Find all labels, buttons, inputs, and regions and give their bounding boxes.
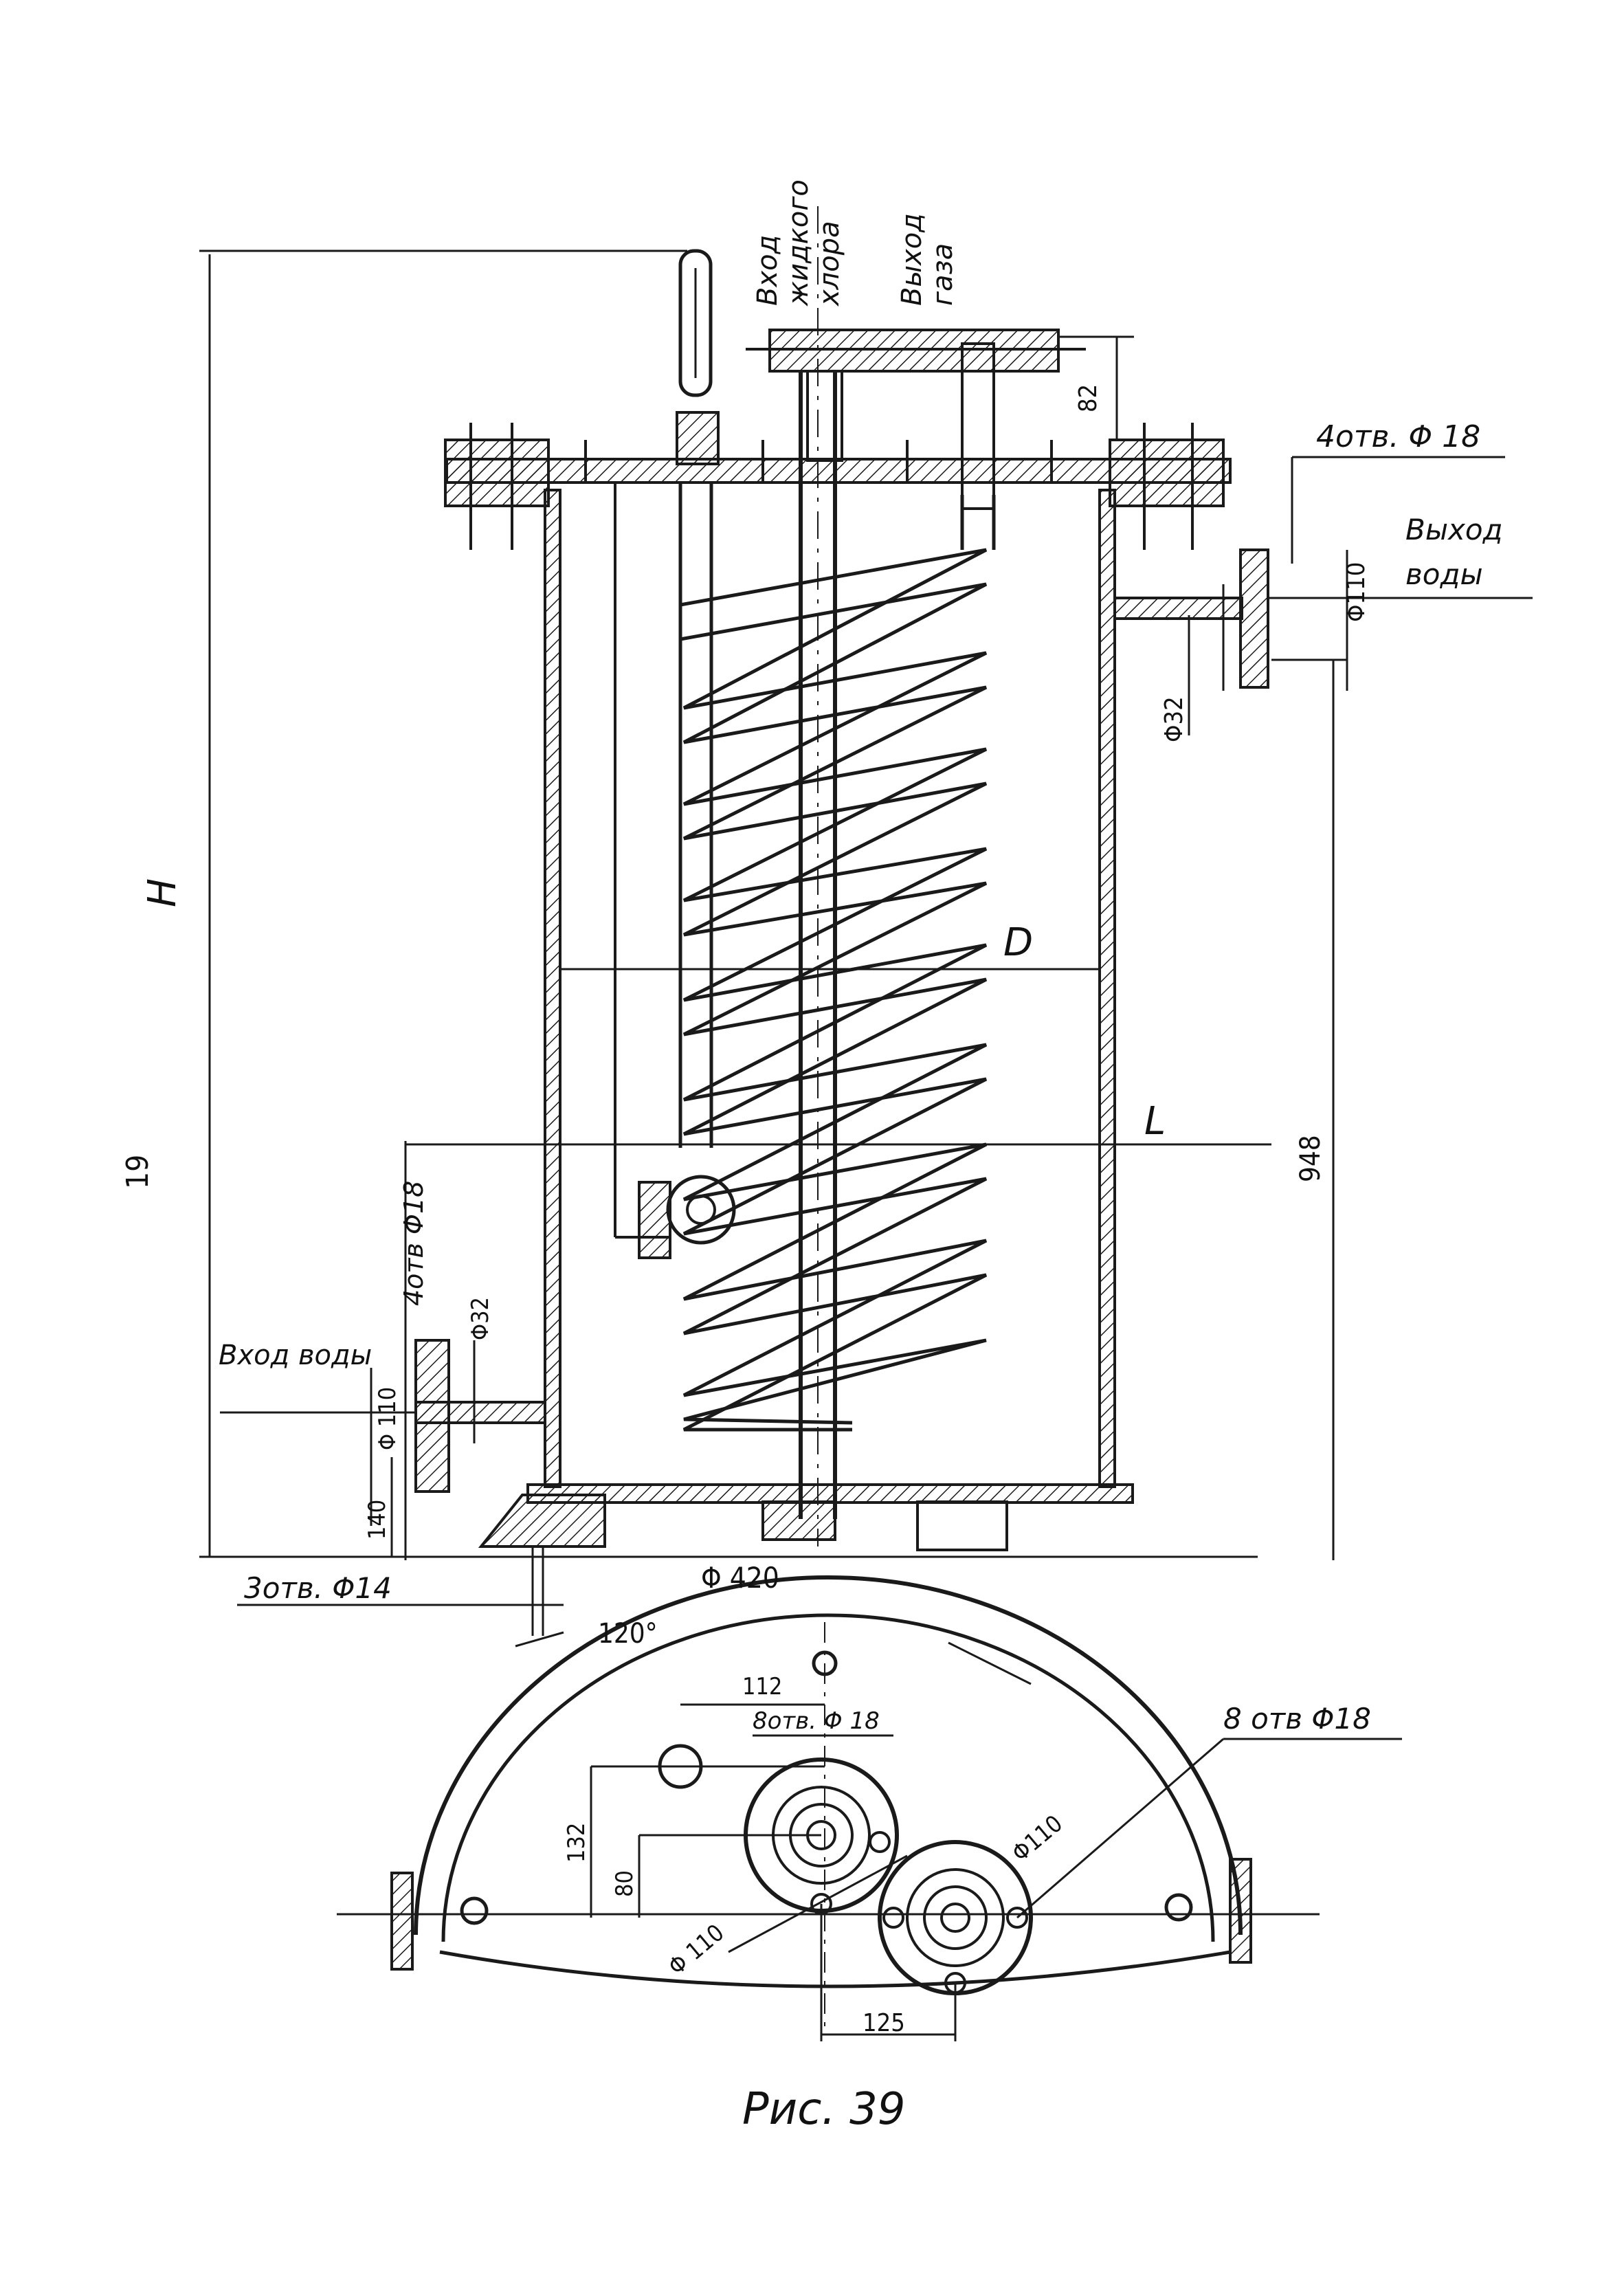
- dim-80: 80: [611, 1870, 638, 1897]
- chlorine-inlet-gauge: [678, 249, 713, 397]
- flange-top-left: [444, 439, 550, 507]
- dim-holes-top-right: 4отв. Φ 18: [1316, 419, 1480, 454]
- shell-left-wall: [544, 489, 561, 1488]
- dim-holes-base: 3отв. Φ14: [244, 1571, 392, 1605]
- label-water-outlet-2: воды: [1405, 557, 1483, 591]
- dim-132: 132: [563, 1823, 590, 1863]
- water-outlet-nozzle: [1113, 597, 1243, 620]
- flange-top-right: [1109, 439, 1225, 507]
- dim-holes-flange-plan: 8отв. Φ 18: [753, 1707, 880, 1735]
- dim-112: 112: [742, 1673, 782, 1700]
- label-chlorine-inlet-3: хлора: [814, 221, 845, 307]
- label-water-inlet: Вход воды: [219, 1340, 372, 1371]
- dim-angle-120: 120°: [598, 1618, 658, 1650]
- dim-phi110-plan-left: Φ 110: [663, 1919, 729, 1981]
- dim-140: 140: [364, 1500, 391, 1540]
- dim-phi110-right: Φ110: [1342, 562, 1370, 622]
- dim-phi420: Φ 420: [701, 1561, 779, 1595]
- label-gas-outlet-1: Выход: [896, 213, 928, 306]
- plan-view: [337, 1575, 1402, 2041]
- dim-948: 948: [1295, 1135, 1326, 1182]
- heat-exchange-coil: [680, 548, 988, 1425]
- label-length-L: L: [1144, 1099, 1166, 1144]
- label-chlorine-inlet-2: жидкого: [783, 179, 814, 307]
- label-chlorine-inlet-1: Вход: [752, 235, 783, 306]
- figure-caption: Рис. 39: [742, 2084, 906, 2135]
- label-gas-outlet-2: газа: [927, 243, 959, 306]
- dim-125: 125: [863, 2009, 905, 2037]
- dim-phi32-left: Φ32: [467, 1297, 494, 1340]
- page-number: 19: [120, 1155, 155, 1189]
- dim-holes-left: 4отв Φ18: [399, 1181, 429, 1306]
- labels: Вход жидкого хлора Выход газа 82 4отв. Φ…: [120, 179, 1503, 2135]
- dim-82: 82: [1074, 384, 1102, 412]
- dim-holes-flange-plan-right: 8 отв Φ18: [1223, 1702, 1371, 1736]
- label-height-H: H: [140, 878, 185, 907]
- bottom-plate: [526, 1483, 1134, 1504]
- plan-inner-arc: [441, 1613, 1215, 1942]
- shell-right-wall: [1098, 489, 1116, 1488]
- label-coil-diameter-D: D: [1003, 920, 1033, 965]
- dim-phi32-right: Φ32: [1160, 696, 1188, 742]
- plan-outer-arc: [414, 1575, 1243, 1936]
- elevation-view: [199, 206, 1533, 1636]
- dim-phi110-plan-right: Φ110: [1007, 1810, 1068, 1867]
- dim-phi110-left: Φ 110: [374, 1387, 401, 1450]
- label-water-outlet-1: Выход: [1405, 513, 1503, 546]
- base-support: [478, 1494, 606, 1548]
